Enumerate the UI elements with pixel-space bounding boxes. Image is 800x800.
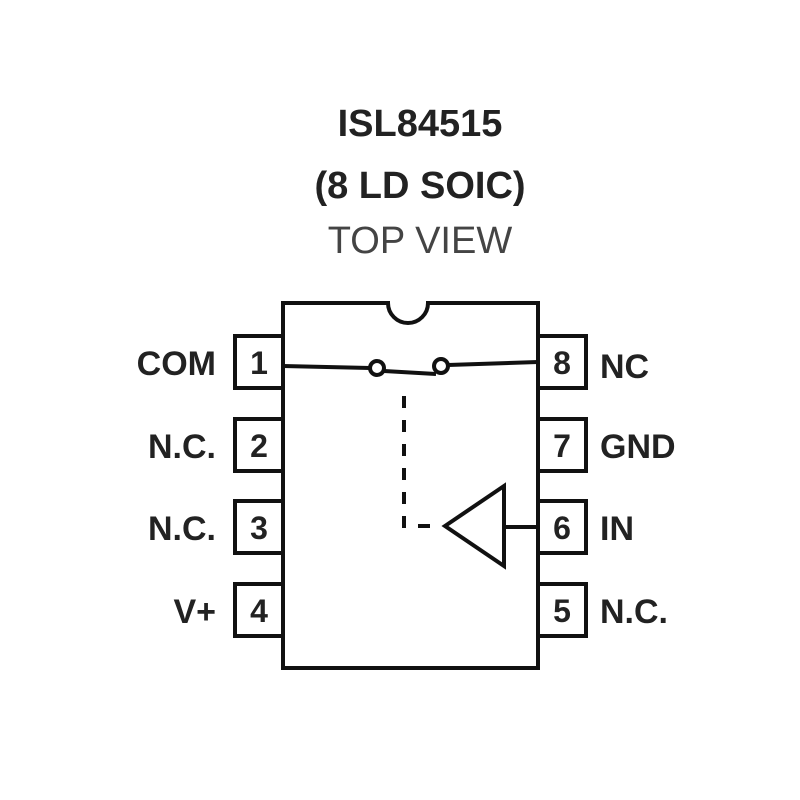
pin-3-number: 3 [250,510,268,546]
pin-1-label: COM [137,345,216,383]
pin-2-box [233,417,285,473]
pin-5-label: N.C. [600,593,668,631]
input-buffer-triangle [441,482,506,570]
pin-3-box [233,499,285,555]
pin-7-number: 7 [553,428,571,464]
pin-8-number: 8 [553,345,571,381]
pin-6-number: 6 [553,510,571,546]
pin-4-box [233,582,285,638]
pin-8-box [536,334,588,390]
pin-2-label: N.C. [148,428,216,466]
part-number-title: ISL84515 [338,103,503,145]
pin-7-label: GND [600,428,676,466]
pin-3-label: N.C. [148,510,216,548]
switch-contact-com [368,359,386,377]
pin-5-box [536,582,588,638]
switch-symbol [282,357,539,377]
switch-contact-nc [432,357,450,375]
pin-1-box [233,334,285,390]
com-wire [282,364,371,370]
pin-4-number: 4 [250,593,268,629]
package-title: (8 LD SOIC) [314,165,525,207]
pin-2-number: 2 [250,428,268,464]
pin-7-box [536,417,588,473]
pin-6-label: IN [600,510,634,548]
control-linkage [402,396,440,528]
pin-5-number: 5 [553,593,571,629]
nc-wire [447,360,539,367]
pin-1-number: 1 [250,345,268,381]
pin-6-box [536,499,588,555]
view-title: TOP VIEW [328,220,513,262]
ic-body [281,301,540,670]
pin-4-label: V+ [173,593,216,631]
switch-blade [383,369,437,376]
pin-8-label: NC [600,348,649,386]
